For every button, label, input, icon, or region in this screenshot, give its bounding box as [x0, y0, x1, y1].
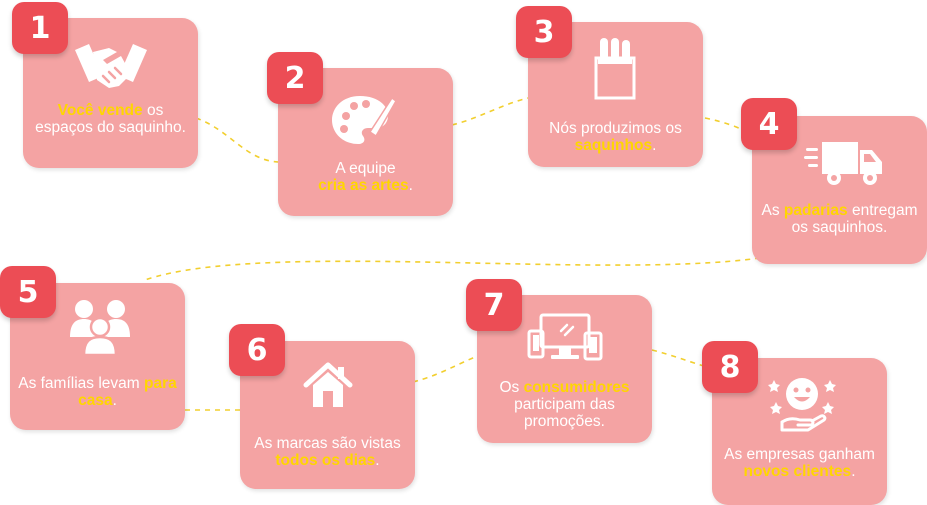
step-badge-4: 4 — [741, 98, 797, 150]
step-2-highlight: cria as artes — [318, 177, 409, 194]
connector-1-2 — [195, 117, 279, 163]
handshake-icon — [75, 44, 147, 88]
step-badge-7: 7 — [466, 279, 522, 331]
happy-client-icon — [768, 378, 836, 432]
connector-3-4 — [704, 117, 753, 135]
connector-6-7 — [412, 354, 481, 383]
step-6-highlight: todos os dias — [275, 452, 376, 469]
step-card-3: Nós produzimos os saquinhos. — [528, 22, 703, 167]
step-card-1: Você vende os espaços do saquinho. — [23, 18, 198, 168]
house-icon — [303, 362, 353, 407]
step-text-2: A equipe cria as artes. — [318, 160, 413, 194]
bread-bag-icon — [594, 38, 636, 100]
step-badge-2: 2 — [267, 52, 323, 104]
step-card-6: As marcas são vistas todos os dias. — [240, 341, 415, 489]
step-text-4: As padarias entregam os saquinhos. — [761, 202, 918, 236]
step-badge-8: 8 — [702, 341, 758, 393]
step-badge-3: 3 — [516, 6, 572, 58]
palette-icon — [332, 96, 397, 144]
step-3-highlight: saquinhos — [574, 137, 653, 154]
devices-icon — [527, 313, 603, 361]
step-badge-6: 6 — [229, 324, 285, 376]
step-badge-5: 5 — [0, 266, 56, 318]
connector-4-5 — [144, 257, 761, 281]
step-badge-1: 1 — [12, 2, 68, 54]
step-text-5: As famílias levam para casa. — [18, 375, 177, 409]
delivery-truck-icon — [804, 142, 882, 185]
step-8-highlight: novos clientes — [743, 463, 852, 480]
connector-2-3 — [451, 97, 529, 126]
step-text-6: As marcas são vistas todos os dias. — [254, 435, 401, 469]
step-7-highlight: consumidores — [523, 379, 630, 396]
step-text-3: Nós produzimos os saquinhos. — [549, 120, 682, 154]
step-text-7: Os consumidores participam das promoções… — [499, 379, 630, 430]
connector-7-8 — [651, 349, 711, 369]
step-text-8: As empresas ganham novos clientes. — [724, 446, 875, 480]
family-icon — [70, 300, 130, 355]
step-4-highlight: padarias — [783, 202, 848, 219]
step-card-5: As famílias levam para casa. — [10, 283, 185, 430]
step-text-1: Você vende os espaços do saquinho. — [35, 102, 186, 136]
step-5-highlight: para casa — [78, 375, 177, 409]
step-1-highlight: Você vende — [57, 102, 143, 119]
